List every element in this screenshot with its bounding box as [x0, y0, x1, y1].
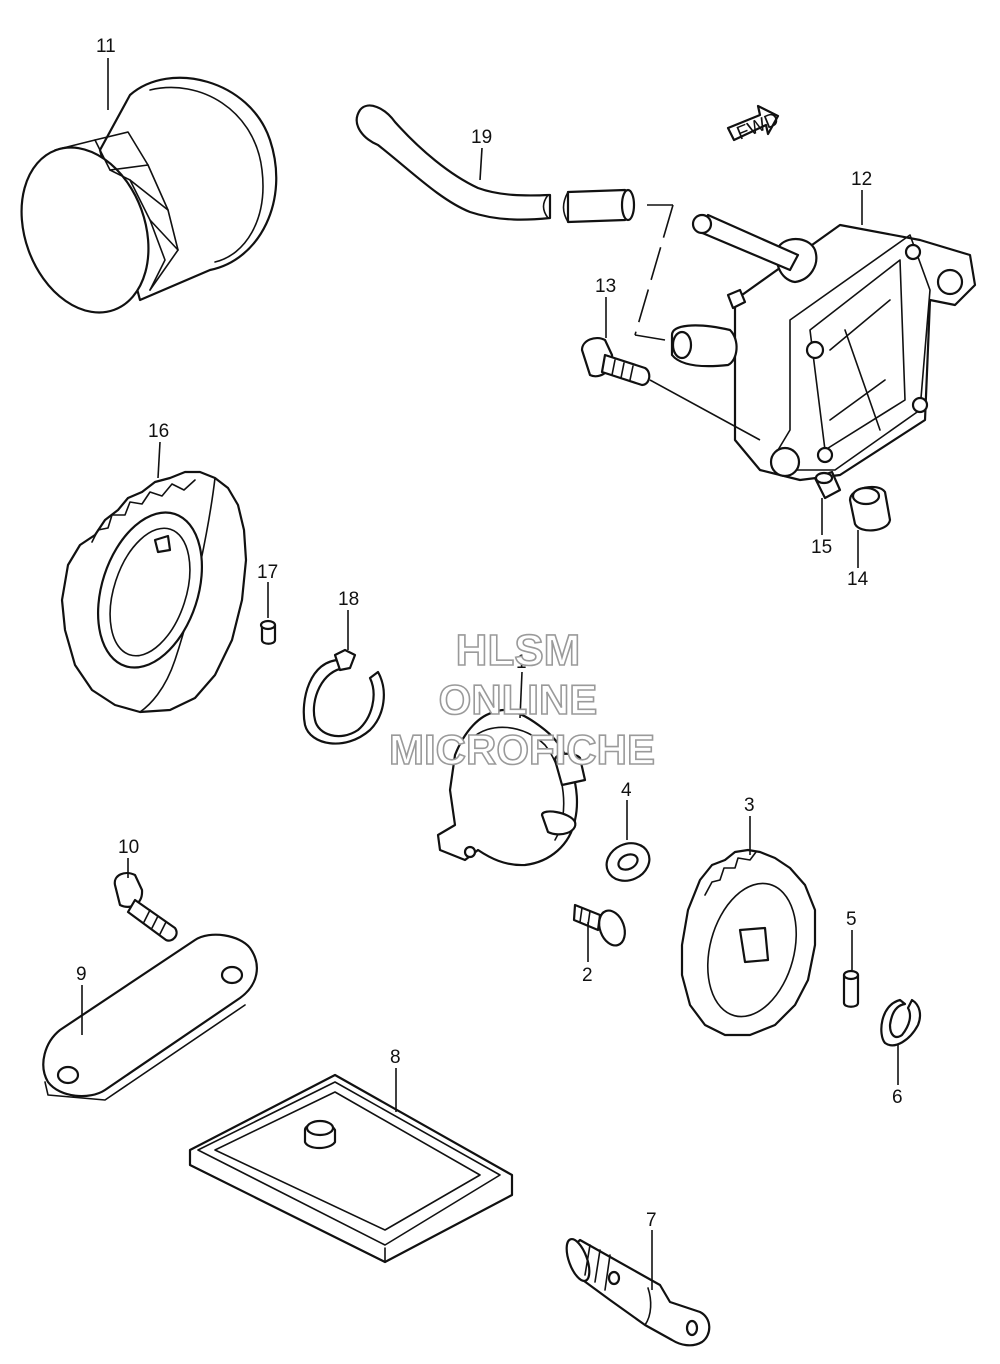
callout-15: 15 [811, 537, 832, 558]
circlip-part-18 [302, 648, 385, 745]
callout-6: 6 [892, 1087, 903, 1108]
relief-valve-part-7 [565, 1237, 711, 1347]
callout-13: 13 [595, 276, 616, 297]
callout-17: 17 [257, 562, 278, 583]
callout-3: 3 [744, 795, 755, 816]
bushing-part-15 [813, 470, 842, 500]
leader-lines [81, 58, 899, 1290]
callout-9: 9 [76, 964, 87, 985]
circlip-part-6 [880, 998, 922, 1047]
strainer-part-8 [188, 1073, 514, 1264]
fwd-arrow-icon: FWD [726, 104, 782, 145]
callout-11: 11 [96, 36, 116, 57]
callout-7: 7 [646, 1210, 657, 1231]
dowel-pin-part-17 [259, 619, 277, 645]
callout-16: 16 [148, 421, 169, 442]
gear-part-16 [60, 470, 248, 714]
watermark-line-1: HLSM [456, 626, 581, 675]
watermark-line-2: ONLINE [439, 676, 598, 723]
callout-labels: 11 19 12 13 16 17 18 15 14 1 4 3 10 5 2 … [76, 36, 903, 1231]
oil-cooler-part-12 [691, 213, 977, 482]
callout-19: 19 [471, 127, 492, 148]
oil-filter-part-11 [20, 76, 278, 314]
callout-18: 18 [338, 589, 359, 610]
callout-2: 2 [582, 965, 593, 986]
cover-plate-part-9 [42, 933, 258, 1101]
callout-10: 10 [118, 837, 139, 858]
hose-part-19 [355, 104, 636, 224]
watermark-line-3: MICROFICHE [389, 726, 655, 773]
screw-part-2 [572, 903, 626, 947]
oil-pump-part-1 [436, 709, 587, 867]
callout-14: 14 [847, 569, 869, 590]
callout-8: 8 [390, 1047, 401, 1068]
callout-1: 1 [516, 652, 527, 673]
callout-12: 12 [851, 169, 872, 190]
bolt-part-13 [580, 324, 738, 387]
bolt-part-10 [113, 871, 178, 942]
callout-5: 5 [846, 909, 857, 930]
pump-gear-part-3 [680, 848, 817, 1037]
pin-part-5 [842, 969, 860, 1008]
fwd-label: FWD [734, 109, 782, 145]
watermark: HLSM ONLINE MICROFICHE [388, 625, 656, 774]
callout-4: 4 [621, 780, 632, 801]
washer-part-4 [605, 842, 651, 882]
grommet-part-14 [848, 485, 892, 532]
